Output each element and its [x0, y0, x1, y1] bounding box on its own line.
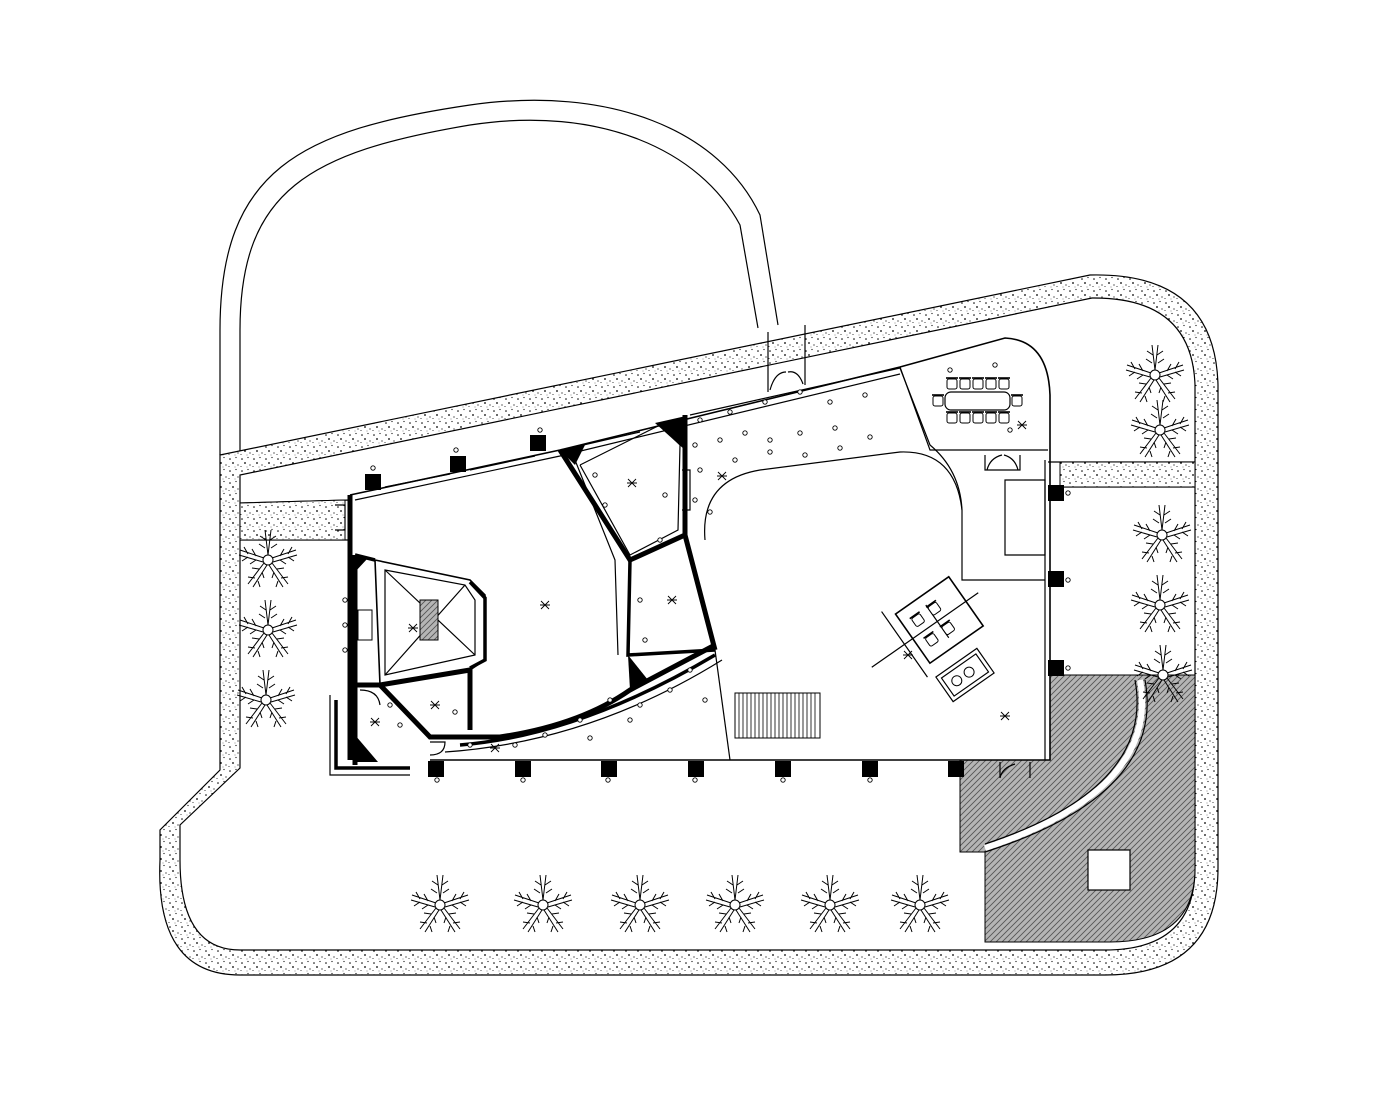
stair-icon	[734, 692, 821, 739]
light-fixture-icon	[342, 362, 1071, 783]
sofa-icon	[935, 647, 995, 703]
column-icon	[1048, 571, 1064, 587]
south-garden	[410, 874, 950, 933]
arch-walkway	[219, 99, 779, 455]
column-icon	[862, 761, 878, 777]
column-grid	[365, 435, 1064, 777]
column-icon	[428, 761, 444, 777]
column-icon	[450, 456, 466, 472]
wall-cabinet	[357, 609, 373, 641]
column-icon	[530, 435, 546, 451]
column-icon	[1048, 485, 1064, 501]
column-icon	[515, 761, 531, 777]
workstation-cluster	[871, 575, 985, 678]
west-garden	[236, 529, 298, 728]
planter-box	[1087, 849, 1131, 891]
column-icon	[601, 761, 617, 777]
north-facade-openings	[384, 431, 641, 488]
column-icon	[948, 761, 964, 777]
column-icon	[775, 761, 791, 777]
structural-infill	[355, 416, 686, 762]
east-garden	[1125, 344, 1193, 703]
conference-table-icon	[931, 377, 1024, 424]
column-icon	[688, 761, 704, 777]
column-icon	[365, 474, 381, 490]
terrace-curve	[984, 679, 1148, 853]
door-swing-icon	[335, 469, 1031, 779]
column-icon	[1048, 660, 1064, 676]
north-gate	[767, 325, 806, 392]
gravel-boundary	[159, 274, 1219, 976]
open-office	[689, 366, 1048, 761]
hall-walls	[352, 415, 723, 765]
building-envelope	[329, 337, 1051, 776]
inner-gravel	[239, 461, 1196, 541]
ceiling-panel	[419, 599, 439, 641]
